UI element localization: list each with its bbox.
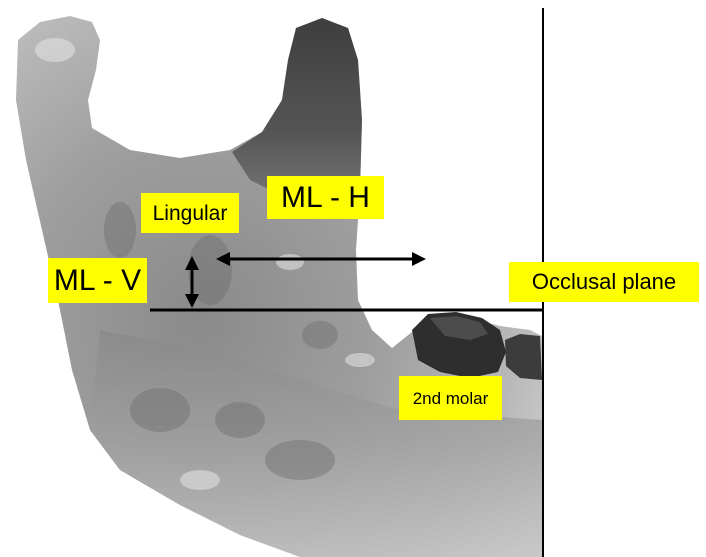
ml-h-label: ML - H <box>267 176 384 219</box>
ml-v-label: ML - V <box>48 258 147 303</box>
lingular-label: Lingular <box>141 193 239 233</box>
second-molar-label: 2nd molar <box>399 376 502 420</box>
occlusal-plane-label: Occlusal plane <box>509 262 699 302</box>
